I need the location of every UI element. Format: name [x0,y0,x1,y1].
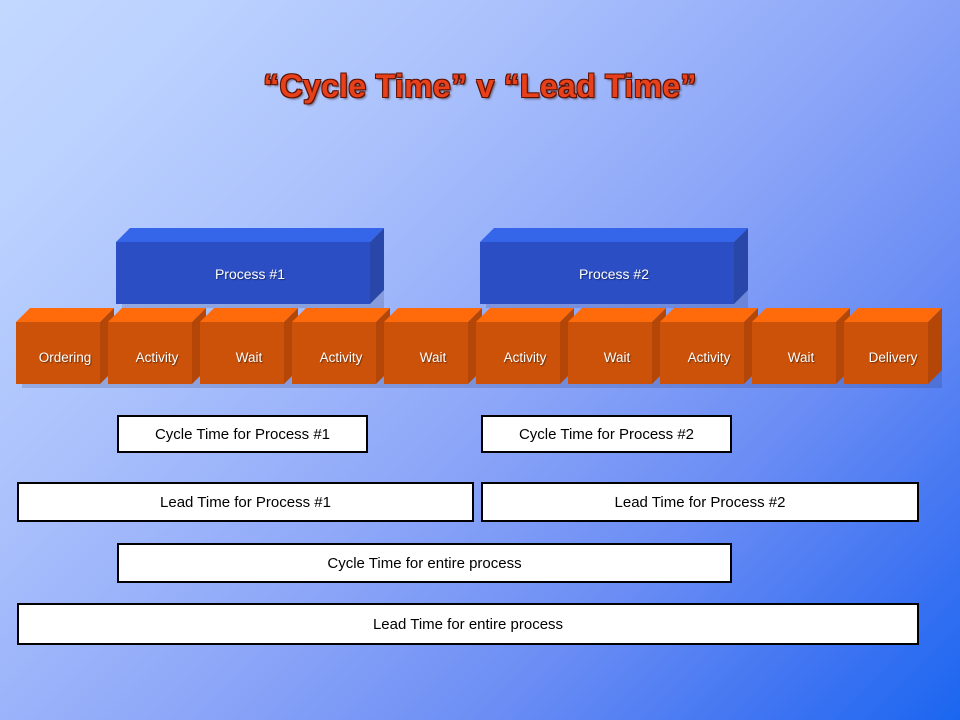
step-box-shape [292,308,390,388]
measure-bar-lead-time-entire-process: Lead Time for entire process [17,603,921,647]
step-box-label: Wait [235,350,263,365]
measure-bar-lead-time-process-1: Lead Time for Process #1 [17,482,476,524]
step-box-shape [660,308,758,388]
step-box-delivery: Delivery [844,308,942,388]
measure-bar-cycle-time-process-2: Cycle Time for Process #2 [481,415,734,455]
step-box-shape [200,308,298,388]
page-title: “Cycle Time” v “Lead Time” [263,68,697,104]
process-bar-1-shape [116,228,384,308]
step-box-shape [108,308,206,388]
step-box-label: Activity [503,350,547,365]
process-bar-2: Process #2 [480,228,748,308]
step-box-wait-2: Wait [384,308,482,388]
step-box-label: Activity [135,350,179,365]
step-box-label: Wait [787,350,815,365]
step-box-wait-4: Wait [752,308,850,388]
process-bar-1-label: Process #1 [214,266,286,282]
process-bar-2-label: Process #2 [578,266,650,282]
step-box-shape [568,308,666,388]
step-box-label: Delivery [868,350,918,365]
measure-bar-cycle-time-process-1: Cycle Time for Process #1 [117,415,370,455]
step-box-shape [476,308,574,388]
measure-bar-cycle-time-entire-process: Cycle Time for entire process [117,543,734,585]
step-box-shape [844,308,942,388]
step-box-activity-2: Activity [292,308,390,388]
step-box-label: Ordering [38,350,92,365]
measure-bar-lead-time-process-2: Lead Time for Process #2 [481,482,921,524]
step-box-ordering: Ordering [16,308,114,388]
step-box-activity-3: Activity [476,308,574,388]
step-box-shape [752,308,850,388]
process-bar-1: Process #1 [116,228,384,308]
step-box-label: Wait [603,350,631,365]
step-box-activity-4: Activity [660,308,758,388]
step-box-label: Activity [319,350,363,365]
step-box-label: Activity [687,350,731,365]
step-box-shape [16,308,114,388]
step-box-shape [384,308,482,388]
step-box-label: Wait [419,350,447,365]
step-box-wait-1: Wait [200,308,298,388]
step-box-wait-3: Wait [568,308,666,388]
process-bar-2-shape [480,228,748,308]
step-box-activity-1: Activity [108,308,206,388]
